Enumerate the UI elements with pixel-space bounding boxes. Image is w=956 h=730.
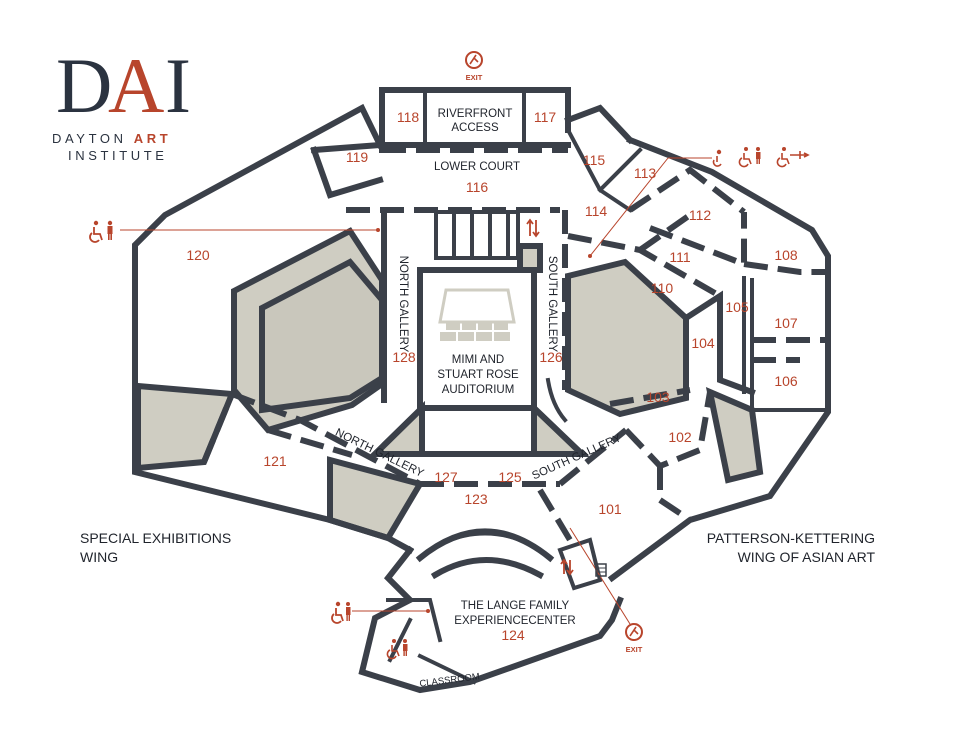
lange-label-2: EXPERIENCECENTER — [454, 615, 575, 627]
exit-icon-top[interactable]: EXIT — [465, 51, 483, 82]
auditorium-label-3: AUDITORIUM — [442, 384, 515, 396]
room-105[interactable]: 105 — [725, 299, 749, 315]
room-120[interactable]: 120 — [186, 247, 210, 263]
room-101[interactable]: 101 — [598, 501, 622, 517]
room-113[interactable]: 113 — [634, 165, 657, 181]
room-112[interactable]: 112 — [689, 207, 712, 223]
logo: D A I DAYTON ART INSTITUTE — [52, 42, 191, 163]
north-gallery-vertical-label: NORTH GALLERY — [397, 256, 409, 353]
room-numbers: 118 117 116 119 115 114 113 112 111 110 … — [186, 109, 798, 643]
room-126[interactable]: 126 — [539, 349, 563, 365]
auditorium-label-1: MIMI AND — [452, 354, 504, 366]
room-110[interactable]: 110 — [651, 280, 674, 296]
asian-wing-label-2: WING OF ASIAN ART — [738, 549, 876, 565]
area-labels: RIVERFRONT ACCESS LOWER COURT NORTH GALL… — [333, 108, 623, 690]
lange-label-1: THE LANGE FAMILY — [461, 600, 570, 612]
room-128[interactable]: 128 — [392, 349, 416, 365]
wing-labels: SPECIAL EXHIBITIONS WING PATTERSON-KETTE… — [80, 530, 875, 565]
exit-icon-bottom[interactable]: EXIT — [625, 623, 643, 654]
room-117[interactable]: 117 — [534, 109, 557, 125]
special-exhibitions-label-1: SPECIAL EXHIBITIONS — [80, 530, 231, 546]
stairs-icon-south — [595, 563, 607, 577]
room-127[interactable]: 127 — [434, 469, 458, 485]
exit-label-top: EXIT — [466, 73, 483, 82]
logo-letter-i: I — [165, 42, 191, 129]
room-125[interactable]: 125 — [498, 469, 522, 485]
logo-line1: DAYTON ART — [52, 131, 171, 146]
riverfront-label-2: ACCESS — [451, 122, 499, 134]
logo-line2: INSTITUTE — [68, 148, 168, 163]
logo-letter-a: A — [108, 42, 164, 129]
exit-label-bottom: EXIT — [626, 645, 643, 654]
accessible-entrance-icon[interactable] — [776, 147, 810, 168]
room-118[interactable]: 118 — [397, 109, 420, 125]
asian-wing-label-1: PATTERSON-KETTERING — [707, 530, 875, 546]
room-111[interactable]: 111 — [669, 249, 690, 265]
elevator-icon-north[interactable] — [526, 218, 540, 238]
room-107[interactable]: 107 — [774, 315, 798, 331]
room-124[interactable]: 124 — [501, 627, 525, 643]
auditorium-label-2: STUART ROSE — [437, 369, 519, 381]
interior-walls — [201, 88, 830, 685]
room-123[interactable]: 123 — [464, 491, 488, 507]
room-119[interactable]: 119 — [346, 149, 369, 165]
room-103[interactable]: 103 — [646, 389, 670, 405]
room-108[interactable]: 108 — [774, 247, 798, 263]
riverfront-label-1: RIVERFRONT — [438, 108, 513, 120]
accessible-restroom-icon[interactable] — [89, 220, 113, 243]
room-116[interactable]: 116 — [466, 179, 489, 195]
lower-court-label: LOWER COURT — [434, 161, 520, 173]
accessible-restroom-icon-classroom[interactable] — [386, 639, 408, 660]
room-115[interactable]: 115 — [583, 152, 606, 168]
auditorium-stage — [438, 288, 516, 341]
room-104[interactable]: 104 — [691, 335, 715, 351]
east-gray-area — [705, 386, 764, 484]
south-gallery-vertical-label: SOUTH GALLERY — [546, 256, 558, 353]
stairs — [434, 210, 520, 260]
room-106[interactable]: 106 — [774, 373, 798, 389]
room-114[interactable]: 114 — [585, 203, 608, 219]
stair-landing — [517, 243, 543, 273]
accessible-restroom-icon-south[interactable] — [331, 601, 351, 624]
accessible-restroom-icon-east[interactable] — [712, 147, 761, 168]
special-exhibitions-label-2: WING — [80, 549, 118, 565]
logo-letter-d: D — [56, 42, 112, 129]
elevator-icon-south[interactable] — [560, 558, 574, 576]
room-121[interactable]: 121 — [263, 453, 287, 469]
outer-walls — [132, 87, 831, 694]
room-102[interactable]: 102 — [668, 429, 692, 445]
